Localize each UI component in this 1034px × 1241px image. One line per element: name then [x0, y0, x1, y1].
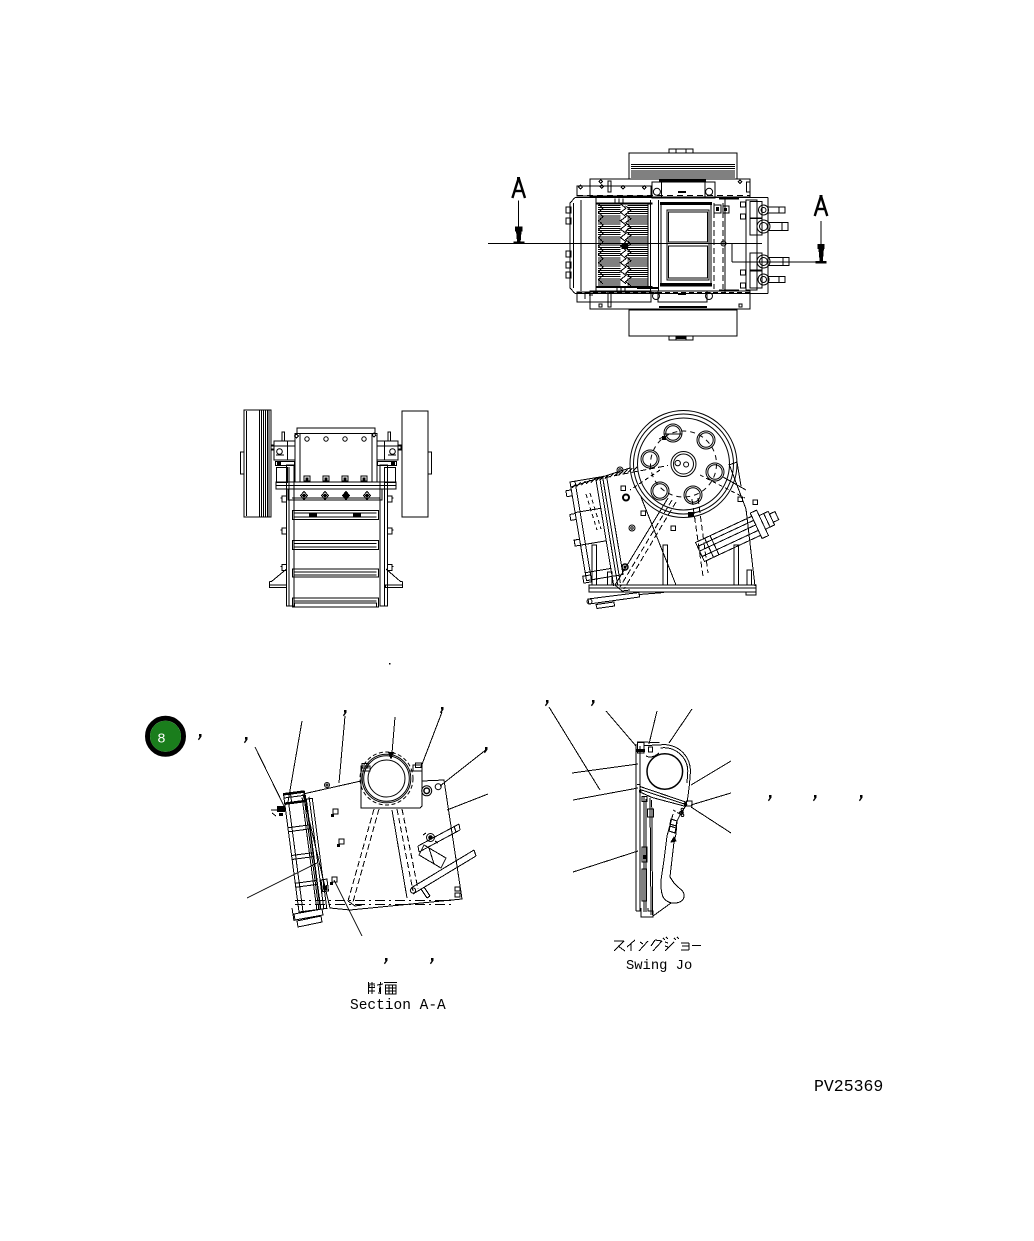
- svg-text:Section A-A: Section A-A: [350, 998, 446, 1014]
- svg-text:PV25369: PV25369: [814, 1077, 883, 1096]
- svg-text:Swing Jo: Swing Jo: [626, 958, 692, 974]
- svg-text:8: 8: [157, 732, 165, 748]
